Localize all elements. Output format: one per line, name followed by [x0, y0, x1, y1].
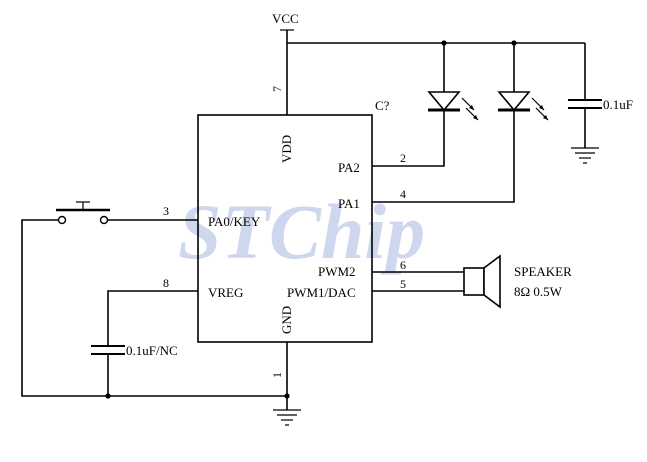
pin-pa0-name: PA0/KEY — [208, 214, 261, 229]
pin-vreg-name: VREG — [208, 285, 243, 300]
vreg-capacitor — [91, 345, 125, 396]
pin-pa2-number: 2 — [400, 151, 406, 165]
led-1 — [427, 43, 479, 121]
pin-gnd-number: 1 — [270, 372, 284, 378]
pin-vdd-number: 7 — [270, 86, 284, 92]
speaker-symbol — [463, 254, 501, 309]
pin-pwm1-number: 5 — [400, 277, 406, 291]
watermark: STChip — [178, 188, 425, 275]
push-button — [56, 201, 110, 225]
pin-pa1-name: PA1 — [338, 196, 360, 211]
vreg-wire — [107, 290, 198, 346]
led-2 — [497, 43, 549, 121]
speaker-name: SPEAKER — [514, 264, 572, 279]
vreg-cap-label: 0.1uF/NC — [126, 343, 178, 358]
pin-pa1-number: 4 — [400, 187, 406, 201]
ground-symbol — [273, 409, 301, 426]
chip-ref: C? — [375, 98, 390, 113]
pin-vdd-name: VDD — [279, 135, 294, 163]
pa2-wire — [372, 110, 445, 167]
decoupling-cap-label: 0.1uF — [603, 97, 633, 112]
pin-gnd-name: GND — [279, 306, 294, 334]
chip-body — [197, 114, 373, 343]
pin-vreg-number: 8 — [163, 276, 169, 290]
decoupling-capacitor — [568, 43, 602, 164]
speaker-rating: 8Ω 0.5W — [514, 284, 563, 299]
vcc-label: VCC — [272, 11, 299, 26]
button-ground-wire — [21, 219, 287, 397]
pa1-wire — [372, 110, 515, 203]
vcc-supply-symbol: VCC — [272, 11, 299, 115]
pin-pa0-number: 3 — [163, 204, 169, 218]
junction-dot — [105, 393, 111, 399]
pin-pwm2-number: 6 — [400, 258, 406, 272]
pin-pwm2-name: PWM2 — [318, 264, 356, 279]
pin-pwm1-name: PWM1/DAC — [287, 285, 356, 300]
pin-pa2-name: PA2 — [338, 160, 360, 175]
